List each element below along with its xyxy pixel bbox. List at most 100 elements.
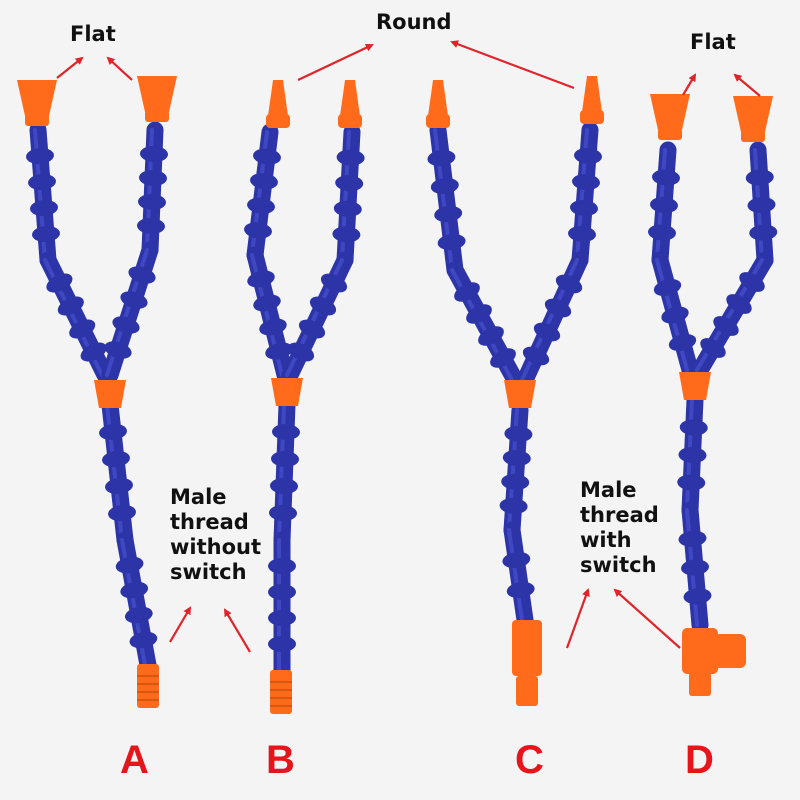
hose-ball-joint xyxy=(568,225,596,243)
hose-a-flat-nozzle-right-collar xyxy=(145,110,169,122)
hose-ball-joint xyxy=(335,175,364,192)
flat-label-right: Flat xyxy=(690,30,736,54)
hose-ball-joint xyxy=(677,474,706,491)
hose-ball-joint xyxy=(678,446,707,464)
hose-ball-joint xyxy=(269,504,297,522)
hose-ball-joint xyxy=(272,423,300,441)
hose-d-flat-nozzle-left xyxy=(650,94,690,130)
hose-ball-joint xyxy=(506,581,535,599)
hose-c-stem-highlight xyxy=(507,528,524,622)
hose-ball-joint xyxy=(437,233,466,251)
hose-ball-joint xyxy=(287,342,315,362)
hose-a-flat-nozzle-left xyxy=(17,80,57,116)
hose-ball-joint xyxy=(26,147,54,165)
flat-right-arrow-1 xyxy=(682,73,697,96)
hose-ball-joint xyxy=(502,551,531,569)
hose-ball-joint xyxy=(80,342,107,362)
thread-a-arrow xyxy=(169,606,192,643)
hose-ball-joint xyxy=(108,504,136,522)
hose-ball-joint xyxy=(268,584,296,600)
hose-a-thread-fitting xyxy=(137,664,159,708)
hose-ball-joint xyxy=(572,173,600,191)
hose-ball-joint xyxy=(652,169,680,186)
hose-ball-joint xyxy=(570,199,598,217)
hose-ball-joint xyxy=(504,425,533,443)
hose-ball-joint xyxy=(298,319,326,339)
variant-letter-c: C xyxy=(515,738,544,782)
hose-ball-joint xyxy=(140,145,168,163)
hose-c-round-nozzle-left xyxy=(428,80,448,116)
hose-ball-joint xyxy=(30,199,58,217)
hose-ball-joint xyxy=(137,217,165,235)
hose-ball-joint xyxy=(434,205,463,223)
hose-d-valve-fitting-thread xyxy=(689,672,711,696)
label-line: Male xyxy=(580,478,637,502)
hose-ball-joint xyxy=(490,348,516,368)
label-line: switch xyxy=(170,560,247,584)
flat-label-left: Flat xyxy=(70,22,116,46)
hose-ball-joint xyxy=(648,224,676,241)
male-thread-with-switch-label: Male thread with switch xyxy=(580,478,659,578)
hose-ball-joint xyxy=(713,316,739,336)
hose-ball-joint xyxy=(139,169,167,187)
thread-b-arrow xyxy=(223,608,251,653)
hose-ball-joint xyxy=(478,326,504,346)
flat-right-arrow-2 xyxy=(733,73,761,97)
hose-ball-joint xyxy=(700,338,726,358)
hose-ball-joint xyxy=(271,450,299,468)
hose-ball-joint xyxy=(466,304,492,324)
hose-ball-joint xyxy=(747,196,776,214)
flat-left-arrow-2 xyxy=(106,56,133,81)
hose-ball-joint xyxy=(309,296,337,316)
hose-ball-joint xyxy=(247,270,275,288)
label-line: switch xyxy=(580,553,657,577)
hose-ball-joint xyxy=(268,558,296,574)
label-line: without xyxy=(170,535,262,559)
label-line: thread xyxy=(580,503,659,527)
hose-ball-joint xyxy=(653,278,682,297)
hose-b-thread-fitting xyxy=(270,670,292,714)
hose-ball-joint xyxy=(268,610,296,626)
round-arrow-left xyxy=(297,43,374,81)
hose-ball-joint xyxy=(250,173,278,190)
hose-ball-joint xyxy=(502,449,531,467)
hose-ball-joint xyxy=(112,316,140,334)
hose-c-round-nozzle-left-collar xyxy=(426,114,450,128)
hose-ball-joint xyxy=(138,193,166,211)
hose-d-valve-fitting xyxy=(682,628,718,674)
hose-c-stem xyxy=(503,521,534,629)
hose-a-flat-nozzle-right xyxy=(137,76,177,112)
hose-ball-joint xyxy=(574,147,602,165)
hose-d-flat-nozzle-right xyxy=(733,96,773,132)
hose-d-flat-nozzle-right-collar xyxy=(741,130,765,142)
thread-d-arrow xyxy=(613,588,681,649)
hose-ball-joint xyxy=(99,423,127,441)
hose-ball-joint xyxy=(120,291,148,309)
hose-a-y-connector xyxy=(94,380,126,408)
hose-ball-joint xyxy=(265,342,293,360)
hose-b-round-nozzle-left-collar xyxy=(266,114,290,128)
hose-ball-joint xyxy=(115,556,144,574)
hose-ball-joint xyxy=(678,530,707,547)
hose-ball-joint xyxy=(333,200,362,217)
hose-c-thread-fitting xyxy=(516,676,538,706)
hose-ball-joint xyxy=(270,477,298,495)
hose-ball-joint xyxy=(499,497,528,515)
hose-a-flat-nozzle-left-collar xyxy=(25,114,49,126)
hose-ball-joint xyxy=(739,272,765,292)
flat-left-arrow-1 xyxy=(56,56,84,79)
hose-ball-joint xyxy=(104,341,132,359)
hose-ball-joint xyxy=(124,606,153,624)
hose-ball-joint xyxy=(28,173,56,191)
hose-ball-joint xyxy=(726,294,752,314)
hose-ball-joint xyxy=(128,266,156,284)
arrow-group xyxy=(56,40,761,653)
hose-ball-joint xyxy=(749,224,778,241)
hose-ball-joint xyxy=(745,169,774,186)
hose-c-y-connector xyxy=(504,380,536,408)
hose-c-round-nozzle-right xyxy=(582,76,602,112)
hose-ball-joint xyxy=(253,148,281,165)
hose-ball-joint xyxy=(454,282,480,302)
hose-c-round-nozzle-right-collar xyxy=(580,110,604,124)
thread-c-arrow xyxy=(565,588,590,649)
